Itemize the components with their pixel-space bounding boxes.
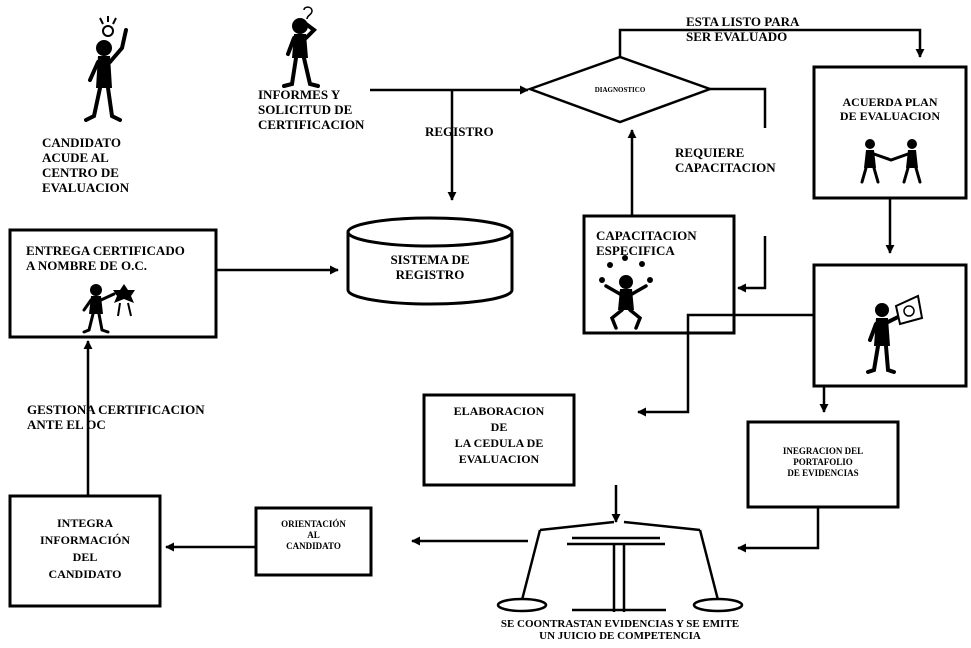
- requiere-label: REQUIERE CAPACITACION: [675, 145, 776, 175]
- entrega-label: ENTREGA CERTIFICADO A NOMBRE DE O.C.: [26, 243, 185, 273]
- handshake-icon: [860, 139, 922, 184]
- arrow-to-capacitacion: [737, 236, 767, 293]
- reports-label: INFORMES Y SOLICITUD DE CERTIFICACION: [258, 87, 365, 132]
- portfolio-figure-box: [812, 263, 968, 388]
- integracion-box: [746, 420, 900, 509]
- acuerda-label: ACUERDA PLAN DE EVALUACION: [839, 95, 941, 123]
- arrow-to-elaboracion: [637, 313, 814, 417]
- idea-person-icon: [84, 16, 128, 122]
- integra-label: INTEGRA INFORMACIÓN DEL CANDIDATO: [40, 516, 130, 581]
- orientacion-box: [254, 506, 373, 577]
- integracion-label: INEGRACION DEL PORTAFOLIO DE EVIDENCIAS: [782, 446, 864, 478]
- juggler-icon: [599, 255, 653, 330]
- balance-scale-icon: [496, 520, 744, 613]
- elaboracion-label: ELABORACION DE LA CEDULA DE EVALUACION: [453, 404, 545, 466]
- sistema-registro-cylinder: [346, 216, 514, 306]
- elaboracion-box: [422, 393, 576, 487]
- sistema-label: SISTEMA DE REGISTRO: [390, 252, 470, 282]
- capacitacion-label: CAPACITACION ESPECIFICA: [596, 228, 697, 258]
- contrastan-label: SE COONTRASTAN EVIDENCIAS Y SE EMITE UN …: [500, 618, 740, 642]
- entrega-certificado-box: [8, 228, 218, 339]
- ready-label: ESTA LISTO PARA SER EVALUADO: [686, 14, 800, 44]
- arrow-ready-to-acuerda: [618, 28, 925, 58]
- gestiona-label: GESTIONA CERTIFICACION ANTE EL OC: [27, 402, 205, 432]
- acuerda-plan-box: [812, 65, 968, 200]
- questioning-person-icon: [282, 6, 320, 88]
- registro-label: REGISTRO: [425, 124, 494, 139]
- line-requiere-capacitacion: [710, 87, 767, 128]
- candidate-label: CANDIDATO ACUDE AL CENTRO DE EVALUACION: [42, 135, 130, 195]
- capacitacion-box: [582, 214, 736, 335]
- orientacion-label: ORIENTACIÓN AL CANDIDATO: [281, 519, 346, 551]
- certificate-person-icon: [82, 284, 135, 334]
- integra-informacion-box: [8, 494, 162, 608]
- arrow-integracion-to-scale: [737, 507, 820, 553]
- portfolio-person-icon: [866, 294, 924, 374]
- diagnostico-label: DIAGNOSTICO: [594, 86, 646, 94]
